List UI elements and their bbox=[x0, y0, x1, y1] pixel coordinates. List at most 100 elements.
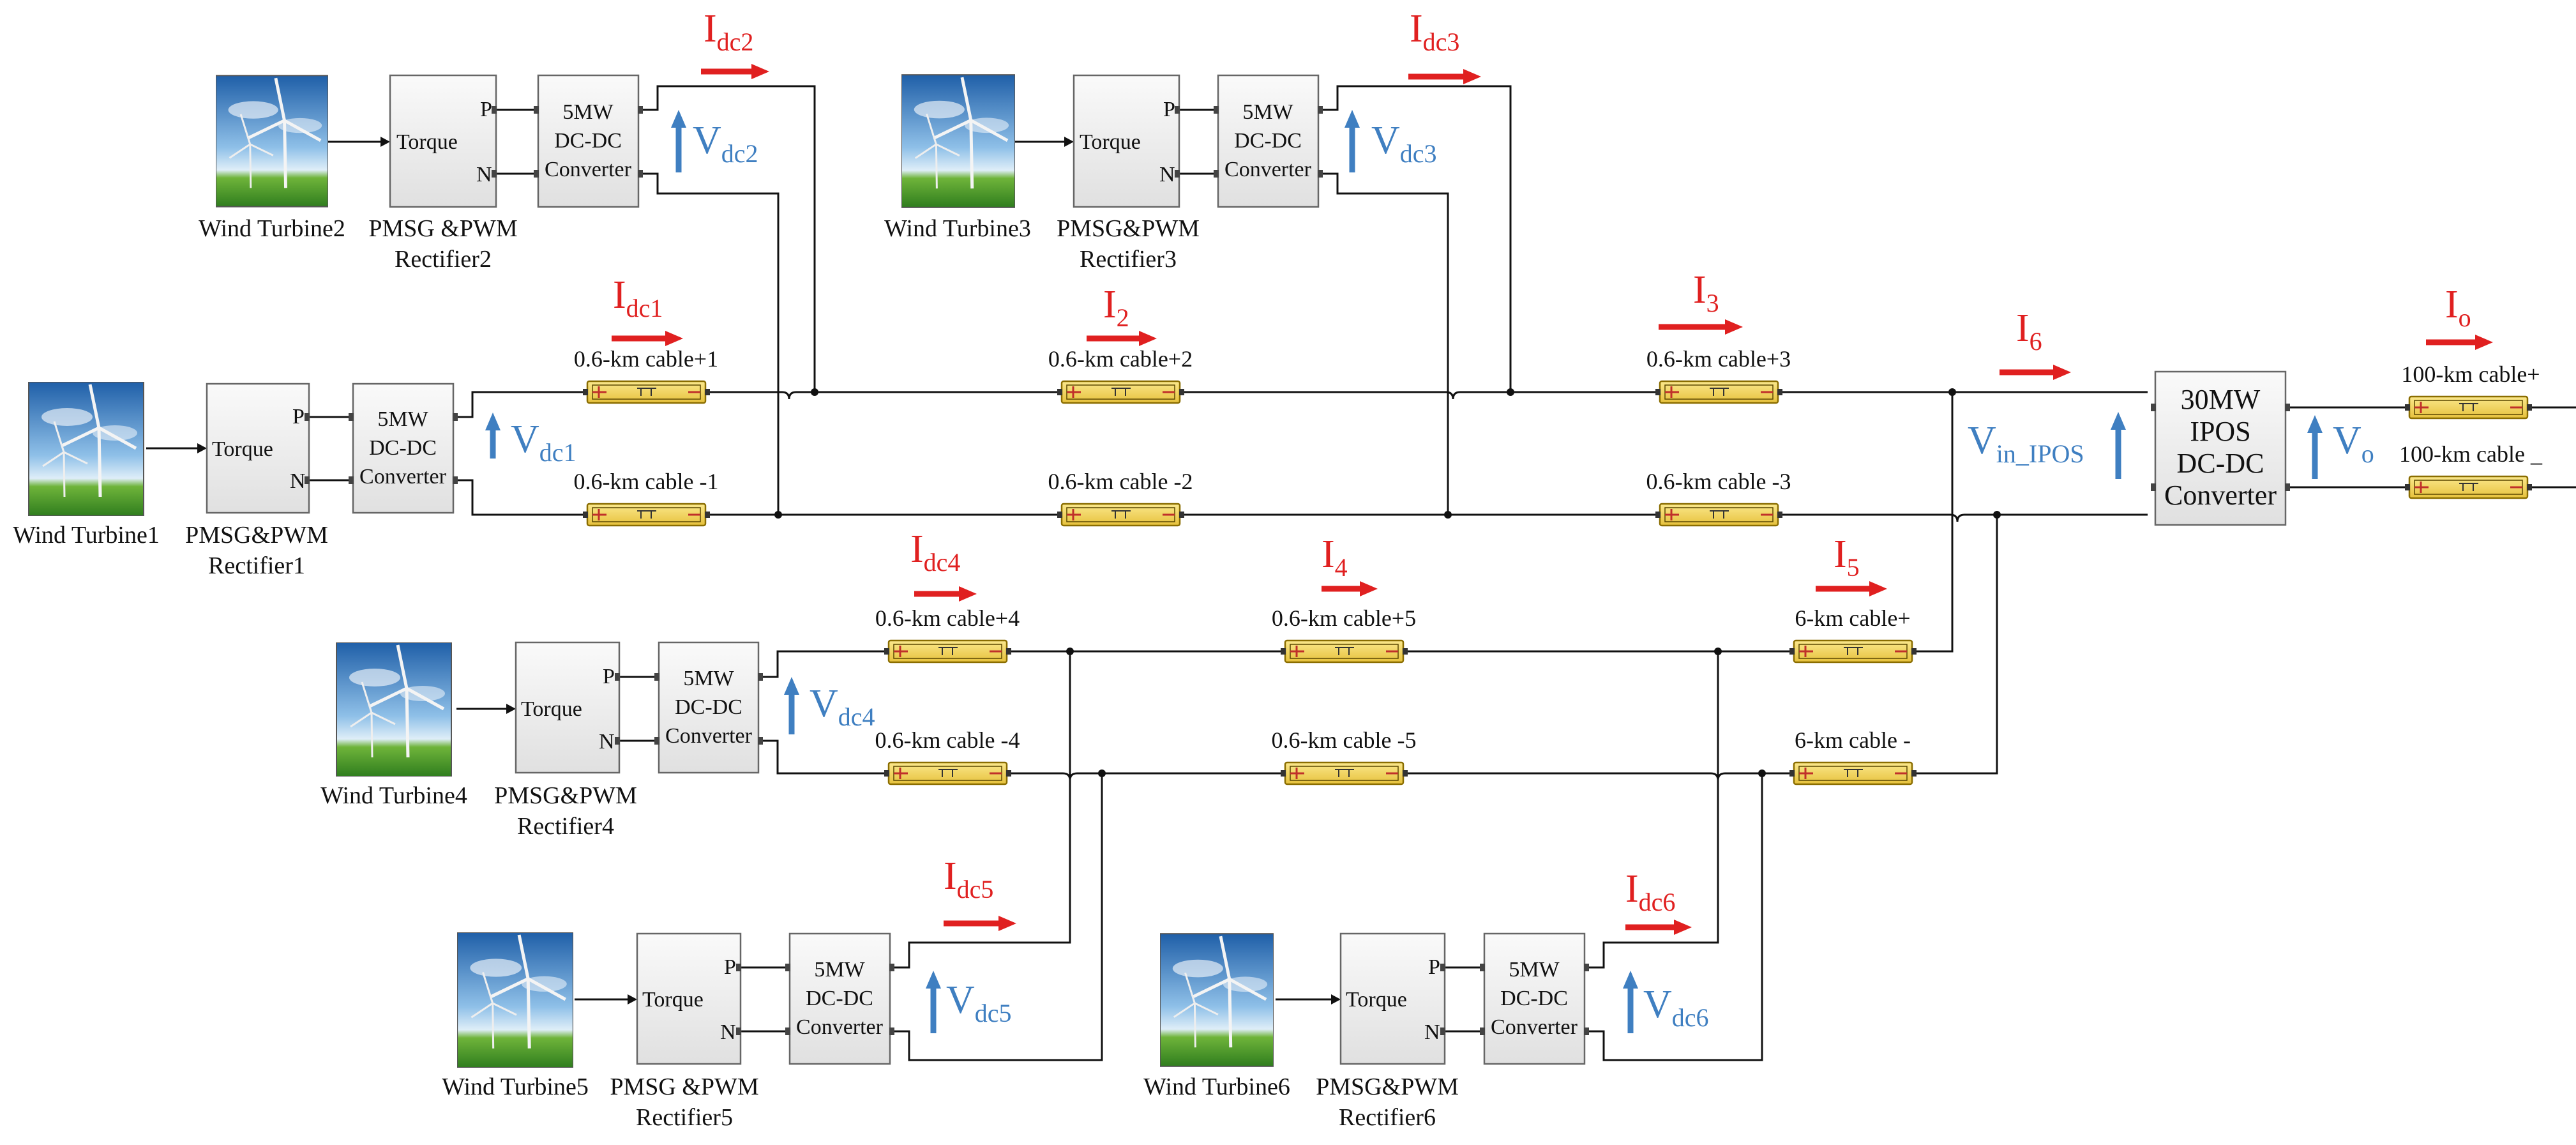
cable-label: 0.6-km cable -4 bbox=[875, 727, 1020, 753]
converter-block-1[interactable] bbox=[352, 383, 455, 514]
cable-icon[interactable] bbox=[1281, 639, 1408, 663]
cable-label: 0.6-km cable -3 bbox=[1646, 469, 1791, 494]
voltage-label-vin-ipos: Vin_IPOS bbox=[1968, 419, 2084, 468]
cable-label: 0.6-km cable -2 bbox=[1048, 469, 1193, 494]
generator-4-torque-label: Torque bbox=[521, 697, 582, 721]
cable-icon[interactable] bbox=[1789, 639, 1917, 663]
generator-5-p-label: P bbox=[724, 955, 736, 979]
converter-blocks bbox=[352, 74, 1586, 1065]
conv6-neg-wire bbox=[1585, 773, 1763, 1061]
cable-icon[interactable] bbox=[1789, 761, 1917, 785]
hv-line-out bbox=[2531, 406, 2576, 489]
wires bbox=[146, 85, 2576, 1061]
conv2-neg-wire bbox=[638, 172, 780, 515]
conv3-pos-wire bbox=[1318, 85, 1512, 392]
converter-2-type: DC-DC bbox=[554, 129, 622, 153]
voltage-label-vdc5: Vdc5 bbox=[946, 978, 1012, 1027]
ipos-converter-block[interactable] bbox=[2154, 370, 2287, 526]
generator-3-torque-label: Torque bbox=[1080, 130, 1141, 154]
current-label-idc3: Idc3 bbox=[1410, 7, 1459, 56]
voltage-arrow bbox=[1344, 110, 1360, 172]
converter-5-type: DC-DC bbox=[806, 987, 873, 1010]
generator-2-caption: PMSG &PWM bbox=[368, 215, 517, 242]
current-label-idc1: Idc1 bbox=[613, 273, 663, 322]
cable-icon[interactable] bbox=[1655, 503, 1782, 527]
cable-icon[interactable] bbox=[1281, 761, 1408, 785]
converter-block-5[interactable] bbox=[788, 932, 891, 1065]
current-arrow bbox=[1322, 581, 1378, 596]
converter-block-3[interactable] bbox=[1217, 74, 1320, 208]
voltage-arrow bbox=[485, 413, 501, 459]
cable-icon[interactable] bbox=[1057, 503, 1184, 527]
converter-3-name: Converter bbox=[1224, 158, 1312, 181]
gen6-conv6-wires bbox=[1445, 966, 1484, 1033]
conv4-pos-wire bbox=[758, 650, 889, 678]
generator-block-4[interactable] bbox=[515, 641, 621, 774]
gen3-conv3-wires bbox=[1179, 109, 1218, 175]
converter-block-2[interactable] bbox=[537, 74, 640, 208]
generator-4-p-label: P bbox=[603, 665, 615, 688]
voltage-label-vdc6: Vdc6 bbox=[1643, 983, 1709, 1032]
gen4-conv4-wires bbox=[619, 676, 659, 742]
gen2-conv2-wires bbox=[496, 109, 538, 175]
current-arrow bbox=[1659, 319, 1743, 335]
cable-icon[interactable] bbox=[1057, 380, 1184, 404]
current-label-idc4: Idc4 bbox=[910, 527, 960, 577]
generator-1-caption-2: Rectifier1 bbox=[208, 552, 305, 579]
voltage-arrow bbox=[671, 110, 686, 172]
wind-turbine-image bbox=[216, 75, 328, 206]
cable-icon[interactable] bbox=[884, 639, 1011, 663]
voltage-arrow bbox=[2307, 415, 2323, 479]
current-label-i3: I3 bbox=[1693, 268, 1719, 317]
turbine6-caption: Wind Turbine6 bbox=[1143, 1073, 1290, 1100]
wind-turbine-image bbox=[1160, 934, 1274, 1066]
cable-icon[interactable] bbox=[1655, 380, 1782, 404]
cable-label: 0.6-km cable+3 bbox=[1646, 346, 1791, 372]
cable-label: 6-km cable - bbox=[1795, 727, 1911, 753]
trunk-pos-2-3 bbox=[1180, 391, 1660, 400]
trunk-neg-3-ipos bbox=[1778, 513, 2148, 522]
cable-icon[interactable] bbox=[2405, 475, 2532, 499]
cable-icon[interactable] bbox=[583, 380, 710, 404]
converter-1-type: DC-DC bbox=[369, 436, 437, 460]
converter-6-type: DC-DC bbox=[1500, 987, 1568, 1010]
current-arrow bbox=[701, 64, 769, 79]
generator-block-1[interactable] bbox=[206, 383, 310, 514]
conv1-neg-wire bbox=[453, 479, 587, 516]
generator-block-6[interactable] bbox=[1339, 932, 1446, 1065]
gen1-conv1-wires bbox=[309, 416, 353, 482]
current-arrows bbox=[612, 64, 2493, 935]
wind-turbine-image bbox=[457, 932, 573, 1068]
voltage-arrow bbox=[784, 677, 799, 734]
generator-6-n-label: N bbox=[1424, 1020, 1440, 1044]
converter-6-rating: 5MW bbox=[1509, 958, 1560, 982]
generator-block-2[interactable] bbox=[389, 74, 497, 208]
cable-icon[interactable] bbox=[2405, 395, 2532, 420]
cable-icon[interactable] bbox=[884, 761, 1011, 785]
converter-2-name: Converter bbox=[545, 158, 632, 181]
current-label-idc6: Idc6 bbox=[1625, 867, 1675, 916]
conv2-pos-wire bbox=[638, 85, 816, 392]
wind-turbine-image bbox=[29, 382, 144, 516]
gen5-conv5-wires bbox=[741, 966, 790, 1033]
cable-icon[interactable] bbox=[583, 503, 710, 527]
converter-block-4[interactable] bbox=[658, 641, 760, 774]
current-label-i5: I5 bbox=[1834, 533, 1860, 582]
cable-label: 6-km cable+ bbox=[1795, 605, 1910, 631]
generator-6-caption-2: Rectifier6 bbox=[1339, 1104, 1436, 1131]
turbine5-caption: Wind Turbine5 bbox=[442, 1073, 589, 1100]
converter-1-rating: 5MW bbox=[377, 407, 428, 431]
generator-5-caption: PMSG &PWM bbox=[610, 1073, 758, 1100]
wind-turbine-image bbox=[336, 642, 451, 777]
voltage-label-vdc4: Vdc4 bbox=[810, 682, 875, 731]
cable-label: 100-km cable _ bbox=[2399, 441, 2543, 467]
generator-3-caption-2: Rectifier3 bbox=[1080, 246, 1177, 273]
generator-block-5[interactable] bbox=[636, 932, 742, 1065]
voltage-label-vdc3: Vdc3 bbox=[1371, 119, 1437, 168]
generator-block-3[interactable] bbox=[1073, 74, 1180, 208]
lower-neg-5-6 bbox=[1403, 772, 1794, 781]
converter-block-6[interactable] bbox=[1483, 932, 1586, 1065]
generator-2-caption-2: Rectifier2 bbox=[395, 246, 492, 273]
cable-label: 100-km cable+ bbox=[2401, 361, 2540, 387]
generator-4-caption-2: Rectifier4 bbox=[517, 813, 614, 840]
